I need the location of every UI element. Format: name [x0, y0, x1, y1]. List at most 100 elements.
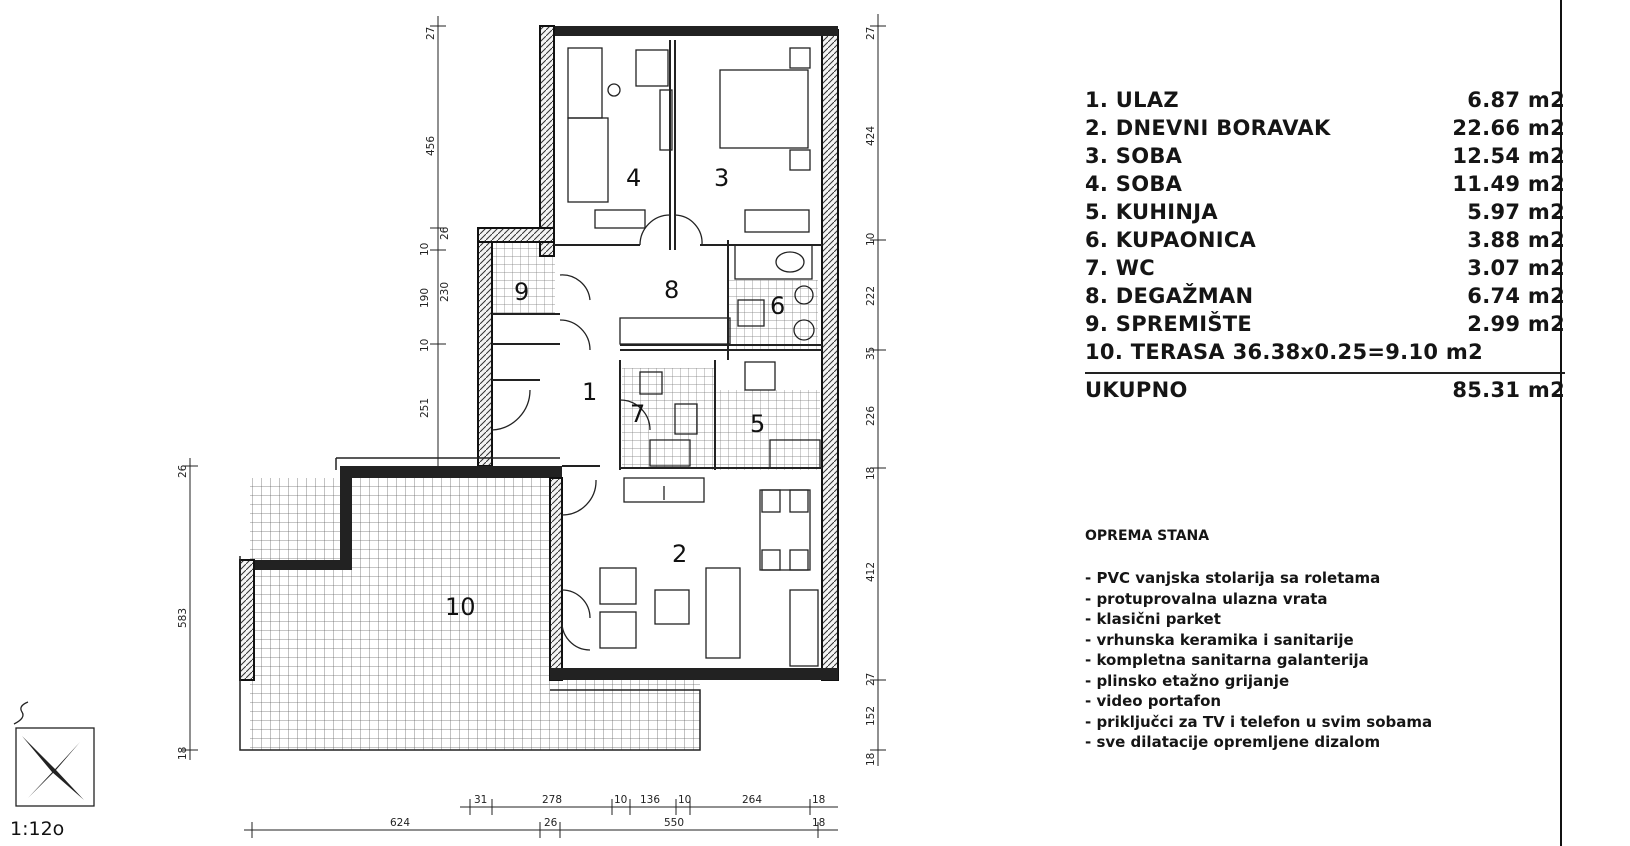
bathroom-tiles	[728, 280, 818, 350]
equipment-item: - plinsko etažno grijanje	[1085, 671, 1290, 690]
terrace-wall-far	[239, 559, 255, 681]
dim-right-6: 226	[865, 406, 877, 426]
room-area: 12.54 m2	[1452, 144, 1565, 168]
dim-bottom-top-7: 18	[812, 794, 825, 806]
room-number-5: 5	[750, 410, 765, 438]
equipment-item: - vrhunska keramika i sanitarije	[1085, 630, 1354, 649]
room-name: 1. ULAZ	[1085, 88, 1179, 112]
dim-right-2: 424	[865, 126, 877, 146]
dim-left-1: 27	[425, 27, 437, 40]
dim-left-6: 230	[439, 282, 451, 302]
room-row: 9. SPREMIŠTE 2.99 m2	[1085, 310, 1565, 338]
dim-right-4: 222	[865, 286, 877, 306]
room-name: 9. SPREMIŠTE	[1085, 312, 1253, 336]
dim-left-8: 251	[419, 398, 431, 418]
dim-bottom-4: 18	[812, 817, 825, 829]
equipment-item: - PVC vanjska stolarija sa roletama	[1085, 569, 1381, 587]
room-row: 2. DNEVNI BORAVAK 22.66 m2	[1085, 114, 1565, 142]
furniture	[567, 47, 821, 667]
room-row: 3. SOBA 12.54 m2	[1085, 142, 1565, 170]
dim-right-3: 10	[865, 233, 877, 246]
terrace-lower-tiles	[550, 680, 700, 750]
room-row: 1. ULAZ 6.87 m2	[1085, 86, 1565, 114]
room-row: 5. KUHINJA 5.97 m2	[1085, 198, 1565, 226]
dim-bottom-top-2: 278	[542, 794, 562, 806]
room-name: 5. KUHINJA	[1085, 200, 1218, 224]
equipment-item: - priključci za TV i telefon u svim soba…	[1085, 712, 1433, 731]
room-area: 6.87 m2	[1467, 88, 1565, 112]
dim-right-5: 35	[865, 347, 877, 360]
room-area: 22.66 m2	[1452, 116, 1565, 140]
room-name: 6. KUPAONICA	[1085, 228, 1257, 252]
storage-wall	[477, 227, 493, 467]
equipment-title: OPREMA STANA	[1085, 528, 1210, 544]
dim-left-5: 190	[419, 288, 431, 308]
dim-bottom-top-4: 136	[640, 794, 660, 806]
dim-right-9: 27	[865, 673, 877, 686]
page-border-line	[1560, 0, 1562, 846]
terrace-tiles-top	[350, 478, 550, 568]
equipment-item: - klasični parket	[1085, 610, 1221, 628]
living-wall-west	[549, 477, 563, 681]
total-label: UKUPNO	[1085, 378, 1188, 402]
east-wall	[821, 29, 839, 681]
dim-bottom-top-3: 10	[614, 794, 627, 806]
room-row: 8. DEGAŽMAN 6.74 m2	[1085, 282, 1565, 310]
room-area: 2.99 m2	[1467, 312, 1565, 336]
dim-left-9: 26	[177, 464, 189, 478]
room-area: 5.97 m2	[1467, 200, 1565, 224]
dim-bottom-top-6: 264	[742, 794, 762, 806]
equipment-list: OPREMA STANA - PVC vanjska stolarija sa …	[1085, 528, 1555, 753]
dim-right-1: 27	[865, 27, 877, 40]
dim-left-3: 26	[439, 226, 451, 240]
dim-right-10: 152	[865, 706, 877, 726]
storage-top-wall	[477, 227, 555, 243]
room-number-2: 2	[672, 540, 687, 568]
room-area: 6.74 m2	[1467, 284, 1565, 308]
room-area-legend: 1. ULAZ 6.87 m2 2. DNEVNI BORAVAK 22.66 m2…	[1085, 86, 1565, 404]
equipment-item: - protuprovalna ulazna vrata	[1085, 589, 1328, 608]
dim-left-11: 18	[177, 747, 189, 760]
room-number-10: 10	[445, 593, 476, 621]
room-area: 11.49 m2	[1452, 172, 1565, 196]
room-name: 10. TERASA 36.38x0.25=9.10 m2	[1085, 340, 1483, 364]
dim-bottom-top-5: 10	[678, 794, 691, 806]
room-number-1: 1	[582, 378, 597, 406]
door-swings	[491, 214, 703, 651]
room-number-3: 3	[714, 164, 729, 192]
room-row: 10. TERASA 36.38x0.25=9.10 m2	[1085, 338, 1565, 366]
room-number-6: 6	[770, 292, 785, 320]
total-divider	[1085, 372, 1565, 374]
floor-plan: 1 2 3 4 5 6 7 8 9 10 27 456 26 10 190 23…	[13, 14, 886, 838]
room-number-9: 9	[514, 278, 529, 306]
right-dimension-chain	[870, 14, 886, 766]
left-dimension-chain	[182, 16, 446, 760]
dim-bottom-1: 624	[390, 817, 410, 829]
dim-left-7: 10	[419, 339, 431, 352]
dim-right-7: 18	[865, 467, 877, 480]
dim-bottom-3: 550	[664, 817, 684, 829]
room-name: 8. DEGAŽMAN	[1085, 284, 1254, 308]
terrace-wall-left	[340, 466, 352, 568]
terrace-wall-top	[340, 466, 562, 478]
terrace-wall-mid	[250, 560, 352, 570]
room-number-8: 8	[664, 276, 679, 304]
north-wall	[540, 26, 838, 36]
room-area: 3.88 m2	[1467, 228, 1565, 252]
dim-right-11: 18	[865, 753, 877, 766]
room-number-4: 4	[626, 164, 641, 192]
equipment-item: - kompletna sanitarna galanterija	[1085, 651, 1369, 669]
room-name: 7. WC	[1085, 256, 1155, 280]
west-wall-upper	[539, 25, 555, 257]
wc-tiles	[622, 368, 716, 468]
room-number-7: 7	[630, 400, 645, 428]
room-name: 2. DNEVNI BORAVAK	[1085, 116, 1331, 140]
room-name: 3. SOBA	[1085, 144, 1183, 168]
scale-label: 1:12o	[10, 818, 65, 840]
dim-bottom-2: 26	[544, 817, 558, 829]
terrace-parapet	[239, 457, 701, 751]
bottom-dimension-chains	[244, 799, 838, 838]
